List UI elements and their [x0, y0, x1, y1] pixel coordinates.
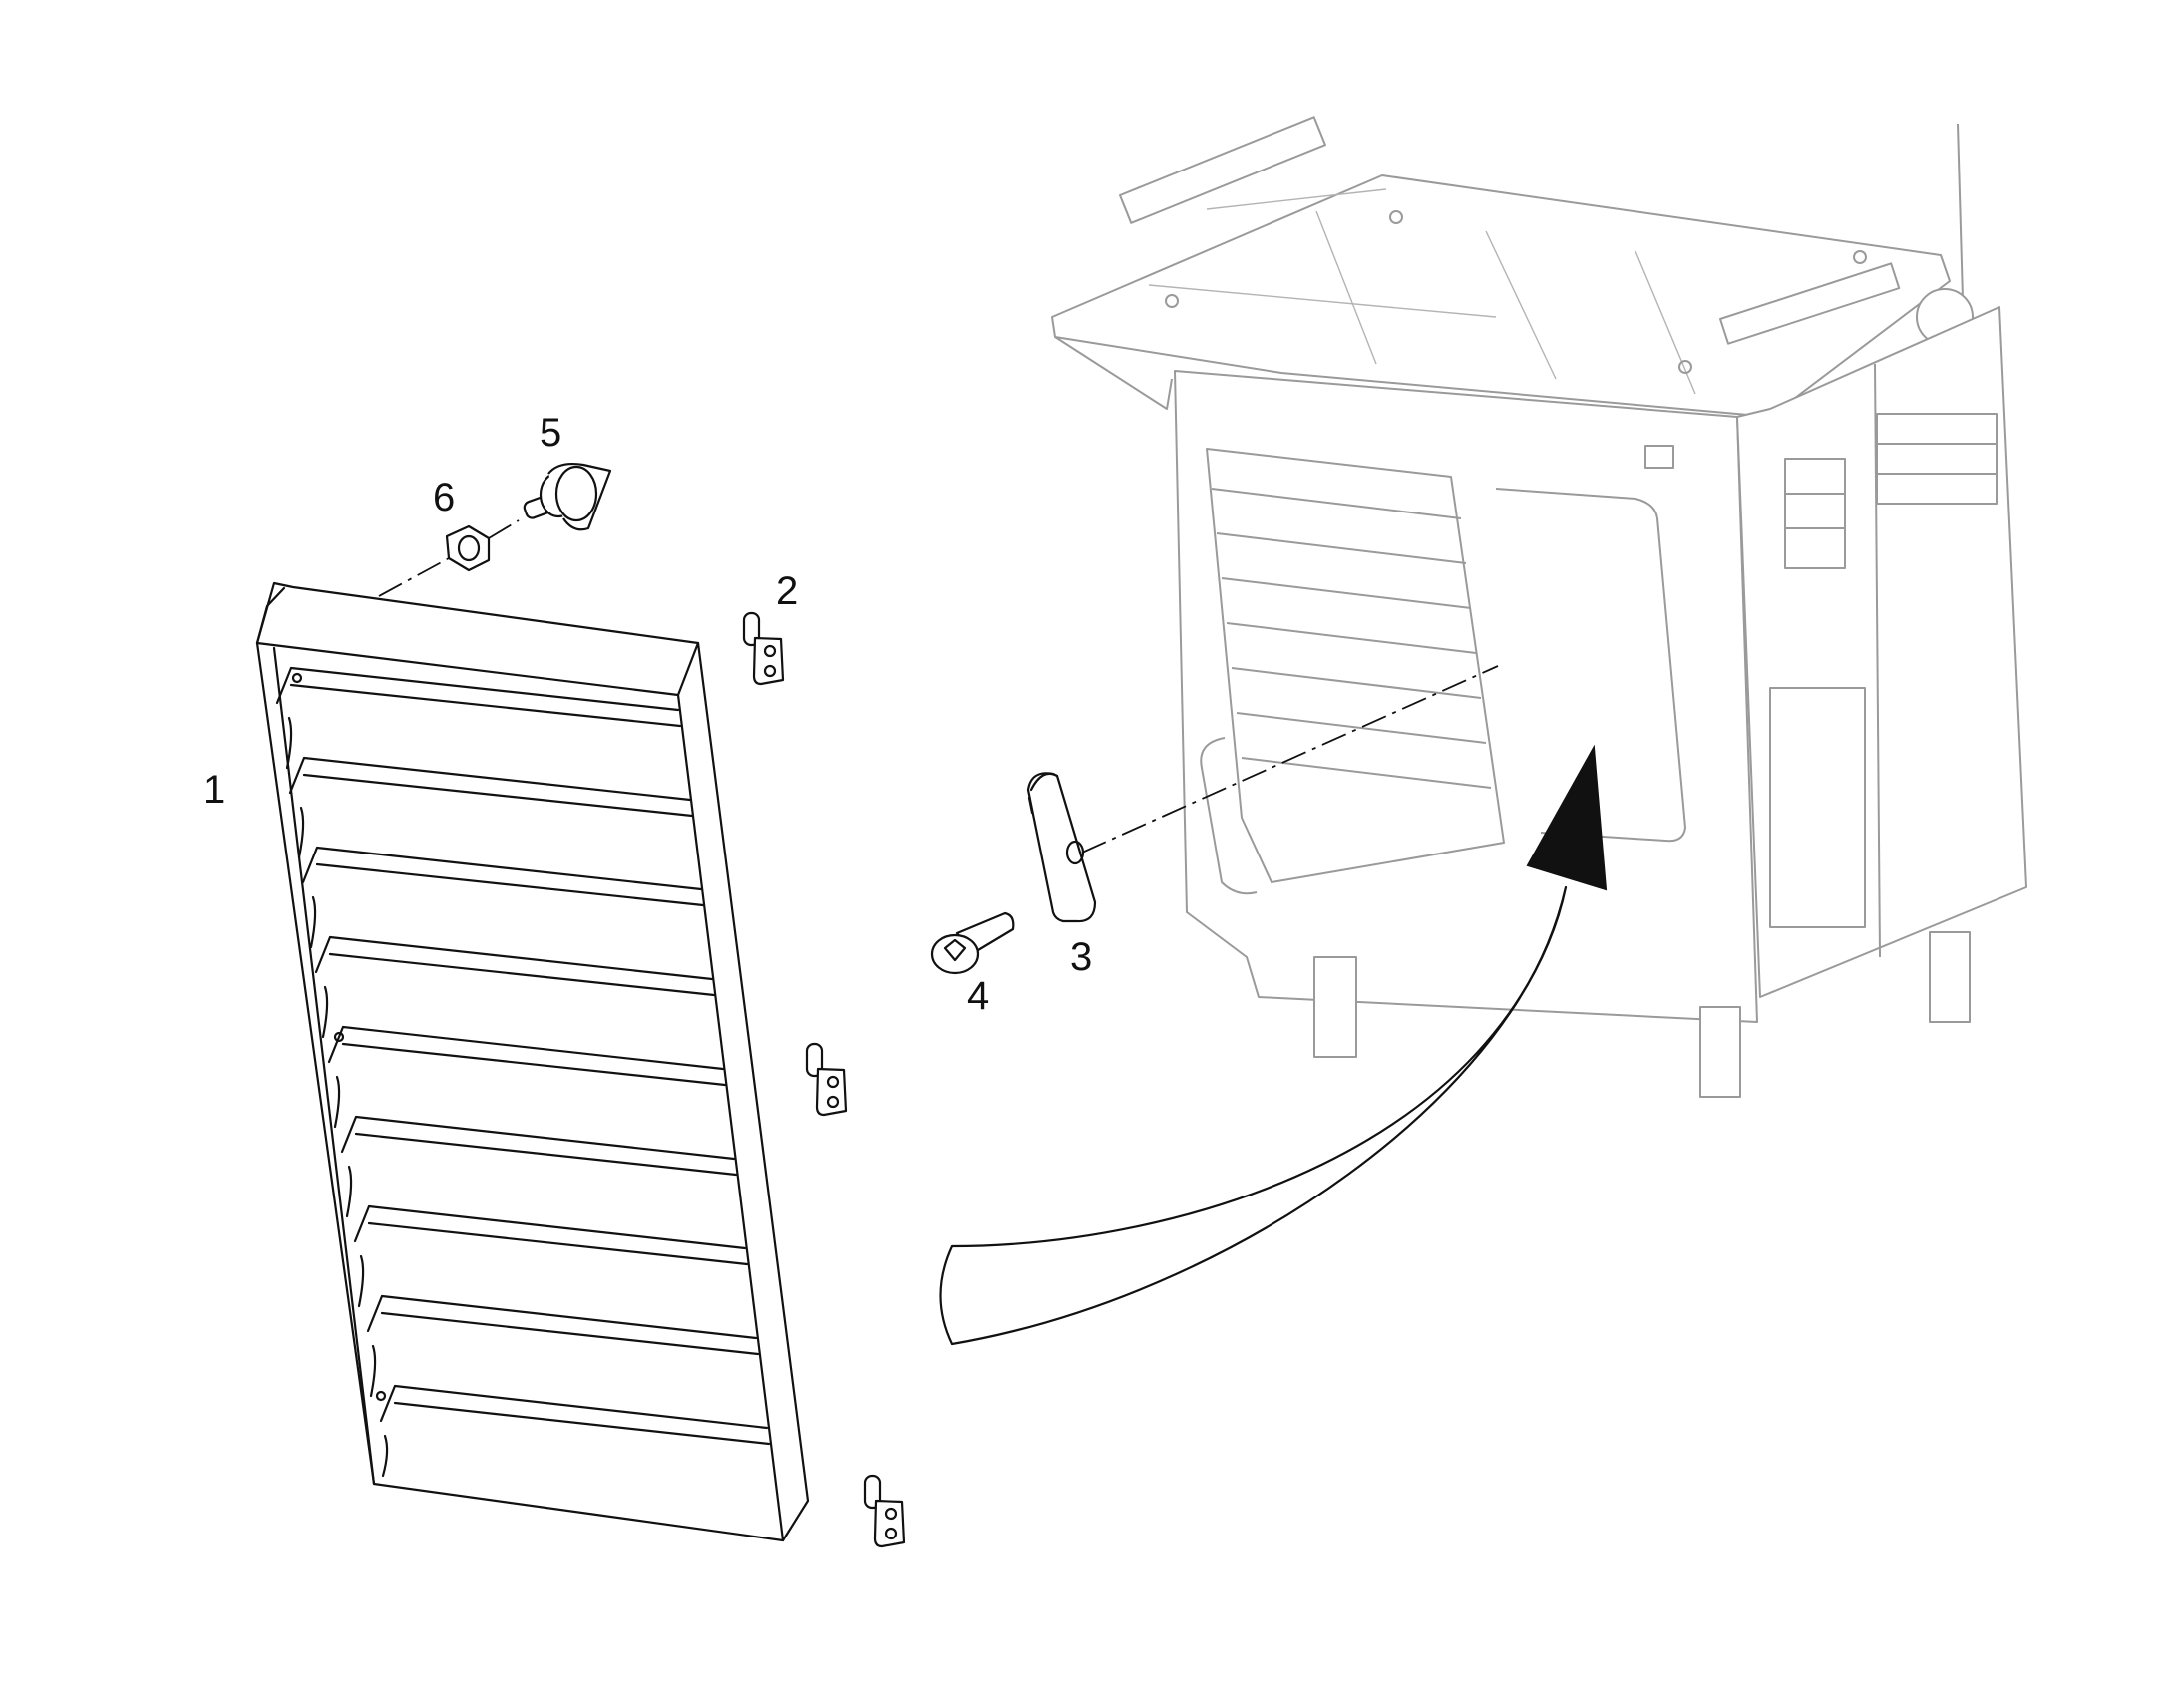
- locator-arrow: [939, 744, 1608, 1346]
- callout-5: 5: [540, 411, 561, 455]
- clamp-bracket: [1026, 772, 1097, 923]
- stud-axis-line: [378, 557, 450, 597]
- stud-axis-line: [488, 519, 520, 539]
- callout-6: 6: [433, 476, 455, 519]
- shoulder-stud: [523, 462, 612, 531]
- attachment-axis-line: [1081, 665, 1499, 854]
- nut: [445, 524, 491, 572]
- hinge-latch: [742, 611, 785, 686]
- hinge-latch: [863, 1474, 906, 1548]
- callout-3: 3: [1070, 935, 1092, 979]
- callout-4: 4: [967, 974, 989, 1018]
- callout-1: 1: [203, 768, 225, 812]
- louvre-panel: [255, 581, 810, 1542]
- louvre-blades: [275, 666, 771, 1478]
- callout-2: 2: [776, 569, 798, 613]
- hinge-latch: [805, 1042, 848, 1117]
- countersunk-screw: [930, 911, 1015, 975]
- cab-assembly: [1051, 116, 2027, 1098]
